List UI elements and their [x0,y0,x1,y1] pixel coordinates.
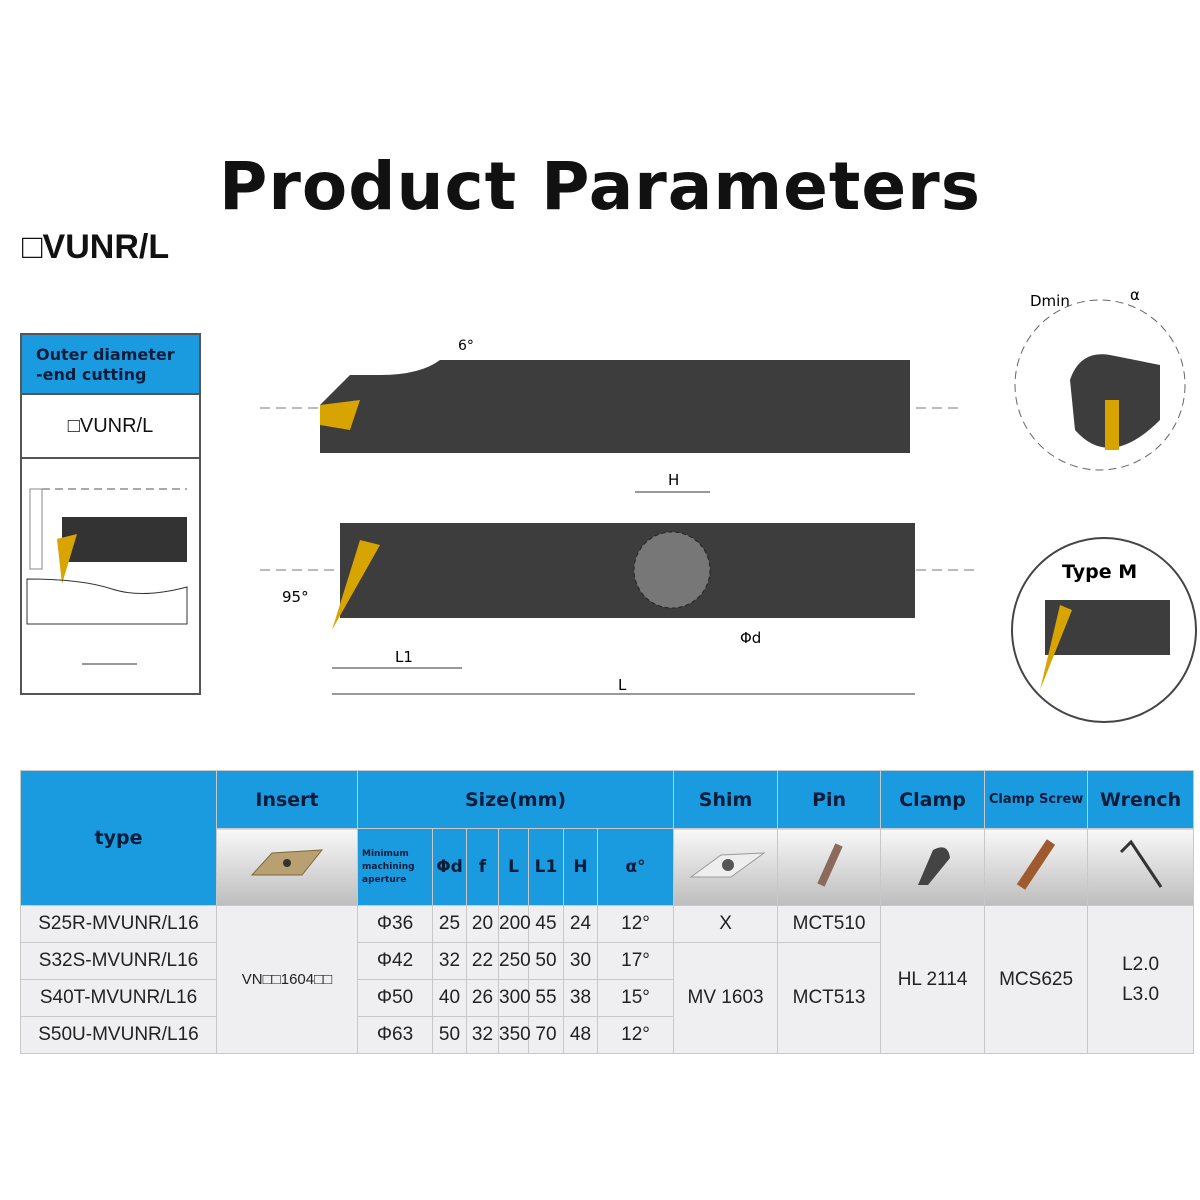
l1-cell: 70 [528,1016,564,1054]
type-cell: S50U-MVUNR/L16 [20,1016,217,1054]
pin-image [777,828,882,906]
dmin-label: Dmin [1030,292,1070,310]
h-cell: 24 [563,905,598,943]
header-pin: Pin [777,770,882,829]
header-alpha: α° [596,828,675,906]
l-cell: 300 [498,979,531,1017]
clamp-screw-cell: MCS625 [984,905,1089,1054]
pin-cell: MCT513 [777,942,882,1054]
header-clamp-screw: Clamp Screw [984,770,1089,829]
phi-d-label: Φd [740,629,761,647]
tool-drawing: 6° H 95° Φd L1 L [260,338,975,695]
shim-cell: MV 1603 [673,942,779,1054]
type-cell: S25R-MVUNR/L16 [20,905,217,943]
l1-cell: 50 [528,942,564,980]
cutting-type-box: Outer diameter -end cutting □VUNR/L [20,333,201,695]
d-cell: 32 [432,942,467,980]
l-label: L [618,676,627,694]
alpha-label: α [1130,286,1140,304]
header-clamp: Clamp [880,770,986,829]
h-cell: 38 [563,979,598,1017]
parameters-table: type Insert Size(mm) Shim Pin Clamp Clam… [20,770,1195,1054]
min-cell: Φ36 [357,905,433,943]
shim-cell: X [673,905,779,943]
clamp-cell: HL 2114 [880,905,986,1054]
h-cell: 48 [563,1016,598,1054]
clamp-image [880,828,986,906]
d-cell: 50 [432,1016,467,1054]
angle-top-label: 6° [458,338,474,354]
type-cell: S32S-MVUNR/L16 [20,942,217,980]
clamp-screw-image [984,828,1089,906]
f-cell: 20 [466,905,499,943]
header-f: f [466,828,499,906]
cutting-type-model: □VUNR/L [22,395,199,459]
insert-cell: VN□□1604□□ [216,905,358,1054]
pin-cell: MCT510 [777,905,882,943]
wrench-size: L3.0 [1122,983,1160,1005]
insert-image [216,828,358,906]
wrench-size: L2.0 [1122,953,1160,975]
min-cell: Φ50 [357,979,433,1017]
type-m-label: Type M [1062,561,1137,583]
h-cell: 30 [563,942,598,980]
alpha-cell: 15° [596,979,675,1017]
l1-label: L1 [395,648,413,666]
f-cell: 26 [466,979,499,1017]
alpha-cell: 17° [596,942,675,980]
l1-cell: 55 [528,979,564,1017]
header-l1: L1 [528,828,564,906]
cutting-type-heading: Outer diameter -end cutting [22,335,199,395]
detail-views: Dmin α Type M [1011,286,1197,723]
f-cell: 32 [466,1016,499,1054]
header-type: type [20,770,217,906]
header-shim: Shim [673,770,779,829]
l-cell: 200 [498,905,531,943]
f-cell: 22 [466,942,499,980]
header-h: H [563,828,598,906]
header-min-aperture: Minimum machining aperture [357,828,433,906]
page-title: Product Parameters [218,148,982,225]
angle-label: 95° [282,588,309,606]
min-cell: Φ42 [357,942,433,980]
min-cell: Φ63 [357,1016,433,1054]
header-size: Size(mm) [356,770,675,829]
h-label: H [668,471,679,489]
l-cell: 250 [498,942,531,980]
type-cell: S40T-MVUNR/L16 [20,979,217,1017]
l1-cell: 45 [528,905,564,943]
d-cell: 25 [432,905,467,943]
header-phi-d: Φd [432,828,467,906]
boring-illustration [26,488,188,665]
l-cell: 350 [498,1016,531,1054]
header-wrench: Wrench [1087,770,1195,829]
header-l: L [498,828,529,906]
alpha-cell: 12° [596,905,675,943]
wrench-image [1087,828,1195,906]
d-cell: 40 [432,979,467,1017]
alpha-cell: 12° [596,1016,675,1054]
model-label: □VUNR/L [22,228,170,266]
shim-image [673,828,779,906]
header-insert: Insert [216,770,358,829]
